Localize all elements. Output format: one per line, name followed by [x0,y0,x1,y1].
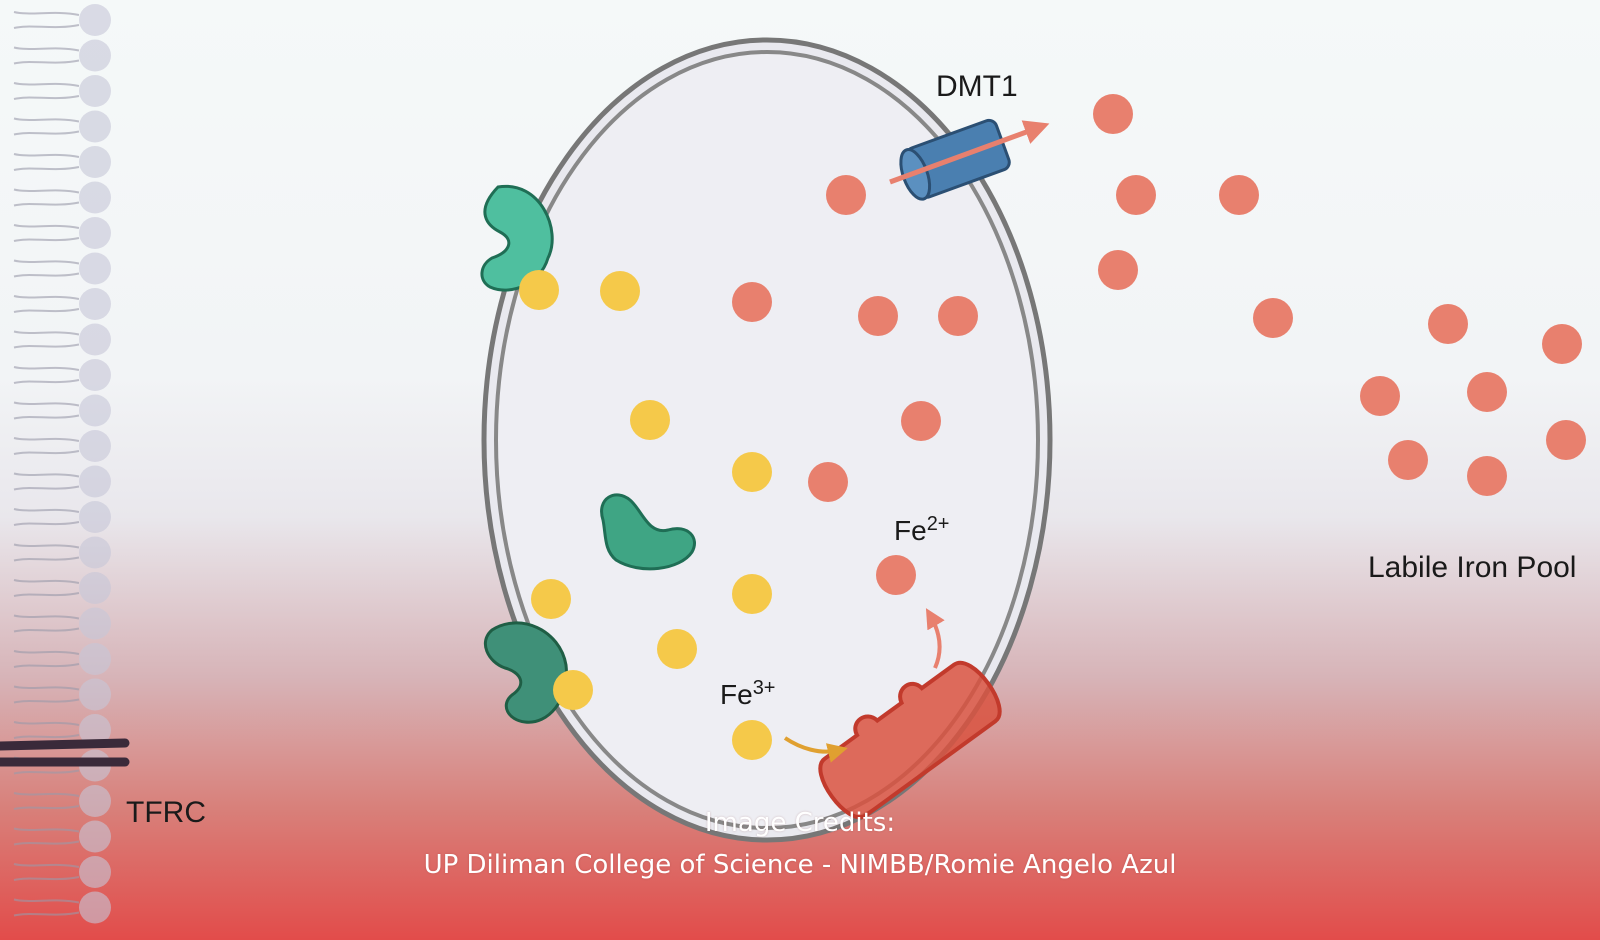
ferrous-iron-ion [732,282,772,322]
ferric-iron-ion [657,629,697,669]
phospholipid-tail [13,650,80,668]
reduction-input-arrow [783,736,848,763]
phospholipid-tail [13,295,80,313]
phospholipid-head [79,394,111,427]
ferric-iron-ion [531,579,571,619]
phospholipid-tail [13,437,80,455]
phospholipid-tail [13,224,80,242]
phospholipid-head [79,607,111,640]
phospholipid-head [79,678,111,711]
labile-iron-pool-label: Labile Iron Pool [1368,551,1576,584]
ferric-iron-ion [553,670,593,710]
ferrous-iron-ion [1467,456,1507,496]
ferrous-iron-ion [1360,376,1400,416]
ferrous-iron-ion [808,462,848,502]
phospholipid-head [79,323,111,356]
ferric-iron-ion [732,720,772,760]
phospholipid-tail [13,188,80,207]
phospholipid-head [79,501,111,533]
reduction-output-arrow [925,608,945,669]
phospholipid-tail [13,330,80,349]
steap3-reductase [818,660,1002,820]
ferric-iron-ion [519,270,559,310]
ferrous-iron-ion [901,401,941,441]
ferrous-iron-ion [1098,250,1138,290]
phospholipid-head [79,465,111,498]
phospholipid-tail [13,472,80,491]
phospholipid-head [79,359,111,391]
ferrous-iron-ion [826,175,866,215]
phospholipid-head [79,785,111,817]
phospholipid-head [79,75,111,107]
dmt1-label: DMT1 [936,70,1018,103]
phospholipid-tail [13,366,80,384]
iron-ions [519,94,1586,760]
phospholipid-head [79,536,111,569]
tfrc-label: TFRC [126,796,206,829]
fe3-label: Fe3+ [720,677,776,710]
phospholipid-tail [13,259,80,278]
ferrous-iron-ion [1467,372,1507,412]
ferrous-iron-ion [1093,94,1133,134]
phospholipid-tail [13,827,80,846]
ferrous-iron-ion [1542,324,1582,364]
phospholipid-tail [13,508,80,526]
transferrin-top [480,184,554,292]
ferrous-iron-ion [1546,420,1586,460]
ferrous-iron-ion [1116,175,1156,215]
phospholipid-head [79,572,111,604]
phospholipid-tail [13,792,80,810]
ferrous-iron-ion [858,296,898,336]
phospholipid-head [79,146,111,178]
ferric-iron-ion [630,400,670,440]
phospholipid-tail [13,863,80,881]
ferrous-iron-ion [1388,440,1428,480]
fe2-label: Fe2+ [894,513,950,546]
phospholipid-head [79,110,111,143]
phospholipid-head [79,430,111,462]
phospholipid-head [79,217,111,249]
phospholipid-tail [13,82,80,100]
dmt1-export-arrow [889,120,1050,185]
ferric-iron-ion [732,574,772,614]
phospholipid-tail [13,721,80,739]
phospholipid-tail [13,117,80,136]
ferrous-iron-ion [1253,298,1293,338]
phospholipid-head [79,643,111,675]
phospholipid-head [79,39,111,72]
ferric-iron-ion [600,271,640,311]
phospholipid-tail [13,46,80,65]
phospholipid-head [79,820,111,853]
phospholipid-tail [13,614,80,633]
phospholipid-head [79,252,111,285]
phospholipid-tail [13,11,80,29]
phospholipid-tail [13,153,80,171]
ferrous-iron-ion [876,555,916,595]
phospholipid-head [79,714,111,746]
phospholipid-head [79,856,111,888]
ferric-iron-ion [732,452,772,492]
phospholipid-head [79,4,111,36]
ferrous-iron-ion [1219,175,1259,215]
phospholipid-tail [13,685,80,704]
endosome [481,37,1053,843]
phospholipid-head [79,891,111,924]
cell-membrane [13,4,111,924]
phospholipid-tail [13,401,80,420]
phospholipid-tail [13,898,80,917]
phospholipid-head [79,181,111,214]
phospholipid-tail [13,579,80,597]
transferrin-bottom [483,621,568,724]
ferrous-iron-ion [938,296,978,336]
tfrc-receptor [0,738,130,767]
phospholipid-head [79,288,111,320]
transferrin-middle [600,493,696,571]
phospholipid-tail [13,543,80,562]
ferrous-iron-ion [1428,304,1468,344]
